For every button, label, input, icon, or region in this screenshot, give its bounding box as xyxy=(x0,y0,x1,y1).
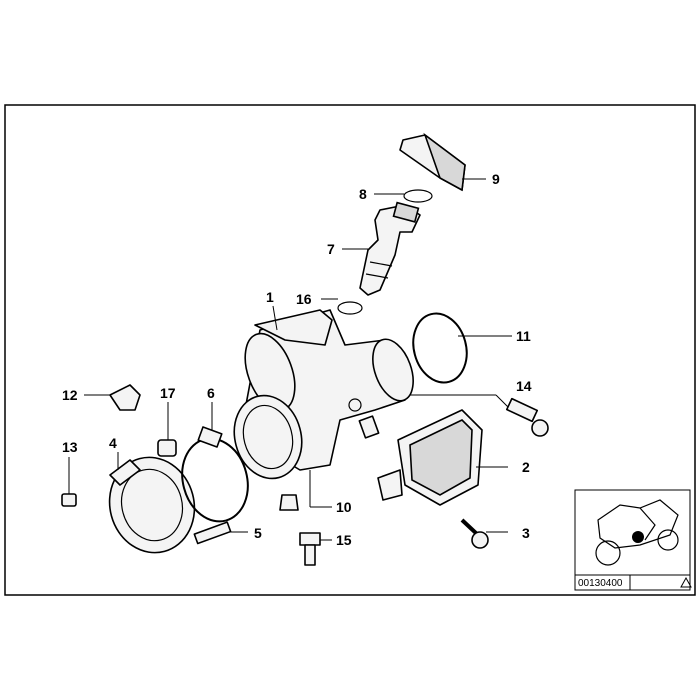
callout-4: 4 xyxy=(109,435,117,451)
part-15-bolt xyxy=(299,532,321,566)
thumbnail-box: 00130400 xyxy=(574,489,692,591)
part-10-nozzle xyxy=(279,494,299,511)
callout-8: 8 xyxy=(359,186,367,202)
callout-10: 10 xyxy=(336,499,352,515)
callout-15: 15 xyxy=(336,532,352,548)
part-4-clamp xyxy=(108,456,196,554)
part-7-sensor xyxy=(359,201,421,296)
callout-7: 7 xyxy=(327,241,335,257)
callout-16: 16 xyxy=(296,291,312,307)
callout-1: 1 xyxy=(266,289,274,305)
part-17-plug xyxy=(157,439,177,457)
part-16-o-ring xyxy=(337,301,363,315)
part-5-bolt xyxy=(193,521,232,545)
part-3-bolt xyxy=(460,518,489,549)
motorcycle-icon xyxy=(595,499,679,566)
location-marker xyxy=(632,531,644,543)
part-14-screw xyxy=(505,397,549,437)
callout-2: 2 xyxy=(522,459,530,475)
callout-3: 3 xyxy=(522,525,530,541)
warning-triangle-icon xyxy=(680,576,692,588)
callout-14: 14 xyxy=(516,378,532,394)
part-6-hose-clamp xyxy=(181,426,249,523)
part-intake-flange xyxy=(233,394,303,480)
leader-lines xyxy=(68,178,512,541)
part-13-plug xyxy=(61,493,77,507)
callout-13: 13 xyxy=(62,439,78,455)
callout-5: 5 xyxy=(254,525,262,541)
part-12-elbow xyxy=(109,384,141,411)
diagram-frame xyxy=(4,104,696,596)
callout-12: 12 xyxy=(62,387,78,403)
callout-6: 6 xyxy=(207,385,215,401)
part-9-connector xyxy=(399,132,466,192)
part-2-control-unit xyxy=(377,409,483,506)
part-8-o-ring xyxy=(403,189,433,203)
reference-number: 00130400 xyxy=(578,578,623,589)
callout-11: 11 xyxy=(516,328,531,344)
part-11-seal-ring xyxy=(412,312,468,384)
callout-17: 17 xyxy=(160,385,176,401)
callout-9: 9 xyxy=(492,171,500,187)
